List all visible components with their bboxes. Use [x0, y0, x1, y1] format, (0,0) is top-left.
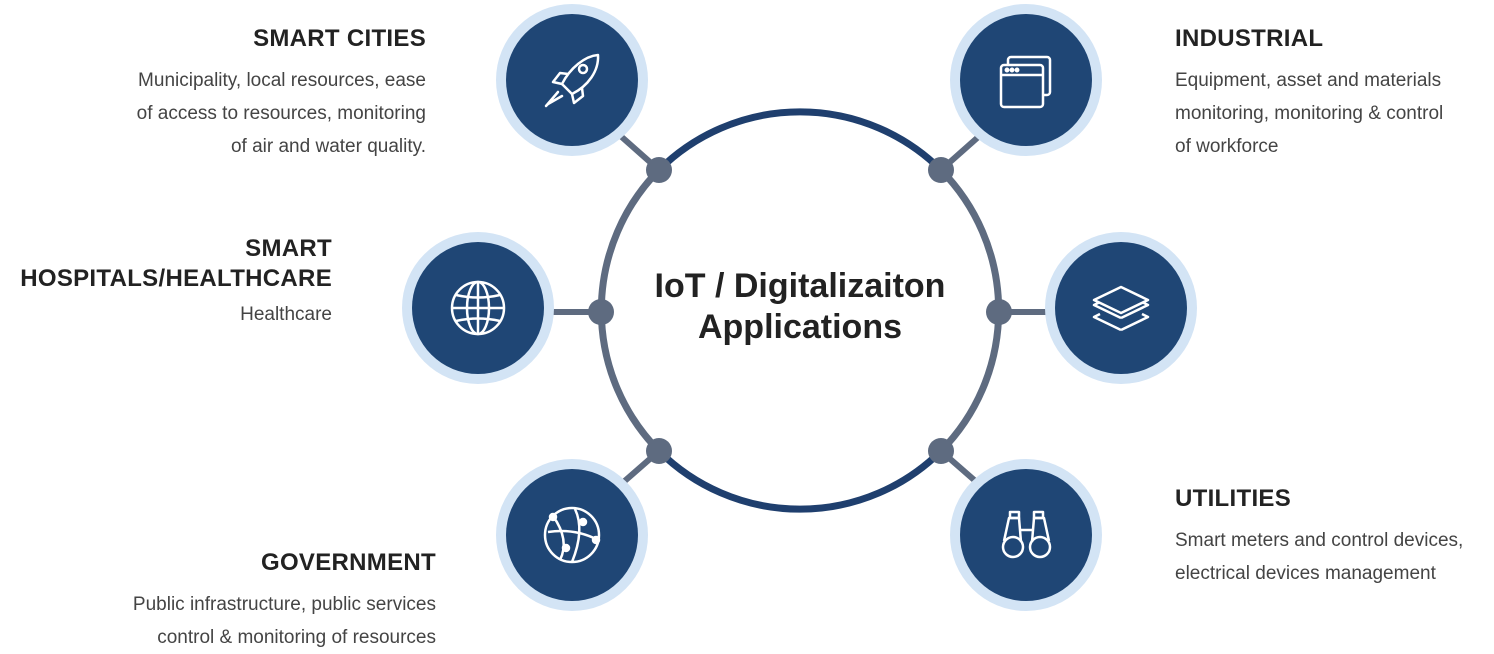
node-smart-cities — [496, 4, 648, 156]
binoculars-icon — [1001, 510, 1052, 559]
center-title-line2: Applications — [697, 308, 903, 346]
government-title: GOVERNMENT — [260, 549, 436, 576]
ring-joints — [588, 157, 1012, 464]
industrial-title: INDUSTRIAL — [1175, 25, 1324, 52]
hospitals-title-line2: HOSPITALS/HEALTHCARE — [20, 265, 332, 292]
government-block: GOVERNMENT Public infrastructure, public… — [16, 548, 436, 654]
utilities-desc-2: electrical devices management — [1175, 563, 1436, 584]
hospitals-block: SMART HOSPITALS/HEALTHCARE Healthcare — [2, 234, 332, 331]
industrial-desc-1: Equipment, asset and materials — [1175, 70, 1442, 91]
center-title: IoT / Digitalizaiton Applications — [600, 266, 1000, 348]
industrial-block: INDUSTRIAL Equipment, asset and material… — [1175, 24, 1493, 163]
joint-dot — [928, 438, 954, 464]
globe-icon — [450, 280, 506, 336]
node-hospitals — [402, 232, 554, 384]
node-layers — [1045, 232, 1197, 384]
government-desc-1: Public infrastructure, public services — [132, 594, 436, 615]
browser-windows-icon — [999, 55, 1052, 109]
joint-dot — [928, 157, 954, 183]
government-desc-2: control & monitoring of resources — [157, 627, 436, 648]
smart-cities-desc-3: of air and water quality. — [230, 136, 426, 157]
smart-cities-desc-2: of access to resources, monitoring — [136, 103, 426, 124]
utilities-desc-1: Smart meters and control devices, — [1175, 530, 1464, 551]
joint-dot — [986, 299, 1012, 325]
joint-dot — [646, 438, 672, 464]
node-utilities — [950, 459, 1102, 611]
ring-arc-top — [656, 108, 944, 173]
utilities-block: UTILITIES Smart meters and control devic… — [1175, 484, 1493, 590]
industrial-desc-3: of workforce — [1175, 136, 1279, 157]
joint-dot — [588, 299, 614, 325]
center-title-line1: IoT / Digitalizaiton — [654, 267, 946, 305]
node-industrial — [950, 4, 1102, 156]
industrial-desc-2: monitoring, monitoring & control — [1175, 103, 1444, 124]
smart-cities-block: SMART CITIES Municipality, local resourc… — [66, 24, 426, 163]
utilities-title: UTILITIES — [1175, 485, 1292, 512]
smart-cities-title: SMART CITIES — [253, 25, 426, 52]
hospitals-title: SMART HOSPITALS/HEALTHCARE — [2, 234, 332, 294]
node-government — [496, 459, 648, 611]
joint-dot — [646, 157, 672, 183]
hospitals-desc: Healthcare — [240, 304, 332, 325]
network-globe-icon — [543, 506, 601, 564]
smart-cities-desc-1: Municipality, local resources, ease — [138, 70, 426, 91]
rocket-icon — [544, 53, 600, 108]
ring-arc-bottom — [656, 448, 944, 513]
layers-icon — [1092, 285, 1150, 332]
hospitals-title-line1: SMART — [245, 235, 332, 262]
